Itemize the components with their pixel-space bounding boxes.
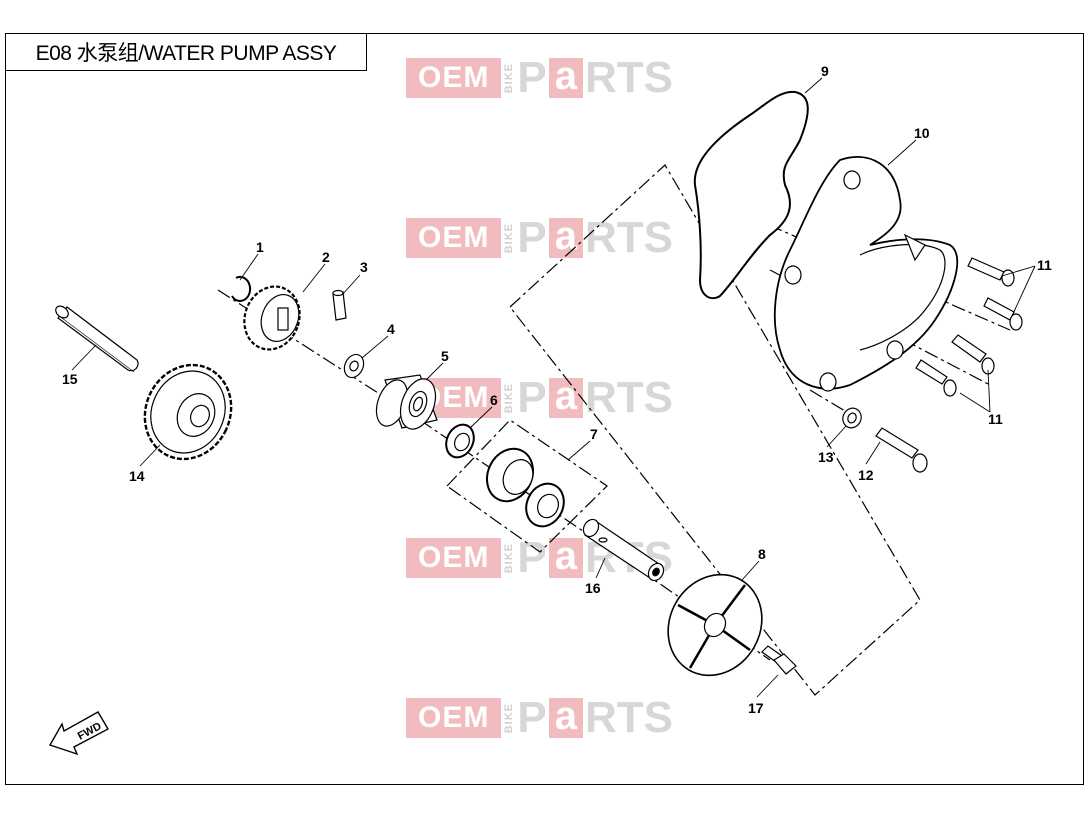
callout-16: 16 xyxy=(585,580,601,596)
leader-lines xyxy=(71,77,1036,698)
part-12-bolt xyxy=(875,427,928,473)
part-9-pump-gasket xyxy=(693,90,809,300)
part-2-drive-gear xyxy=(243,285,301,351)
callout-11-upper: 11 xyxy=(1037,257,1052,273)
part-13-washer xyxy=(842,407,862,429)
part-1-circlip xyxy=(231,275,252,302)
callout-7: 7 xyxy=(590,426,598,442)
callout-8: 8 xyxy=(758,546,766,562)
pump-assembly-boundary xyxy=(509,164,921,696)
part-17-impeller-bolt xyxy=(761,645,797,675)
callout-labels: 1 2 3 4 5 6 7 8 9 10 11 11 12 13 14 15 1… xyxy=(62,63,1052,716)
part-11-cover-bolts xyxy=(915,257,1023,397)
callout-12: 12 xyxy=(858,467,874,483)
callout-14: 14 xyxy=(129,468,145,484)
seal-kit-boundary xyxy=(446,419,608,553)
part-16-pump-shaft xyxy=(582,518,665,582)
part-15-shaft-pin xyxy=(55,305,139,373)
part-3-dowel-pin xyxy=(332,289,347,321)
callout-15: 15 xyxy=(62,371,78,387)
part-4-washer xyxy=(343,353,365,379)
callout-2: 2 xyxy=(322,249,330,265)
part-6-seal-ring xyxy=(445,423,475,459)
callout-6: 6 xyxy=(490,392,498,408)
callout-10: 10 xyxy=(914,125,930,141)
callout-1: 1 xyxy=(256,239,264,255)
callout-17: 17 xyxy=(748,700,764,716)
callout-13: 13 xyxy=(818,449,834,465)
part-7-mechanical-seal xyxy=(486,447,565,528)
callout-5: 5 xyxy=(441,348,449,364)
diagram-frame xyxy=(5,33,1084,785)
part-8-impeller xyxy=(667,573,763,677)
axis-line xyxy=(809,389,861,421)
part-5-bearing xyxy=(375,374,438,430)
fwd-arrow-icon: FWD xyxy=(48,711,109,756)
part-10-pump-cover xyxy=(773,156,959,392)
callout-11-lower: 11 xyxy=(988,411,1003,427)
callout-9: 9 xyxy=(821,63,829,79)
callout-3: 3 xyxy=(360,259,368,275)
part-14-large-gear xyxy=(143,363,233,461)
axis-line xyxy=(769,269,991,386)
diagram-title: E08 水泵组/WATER PUMP ASSY xyxy=(5,33,367,71)
callout-4: 4 xyxy=(387,321,395,337)
